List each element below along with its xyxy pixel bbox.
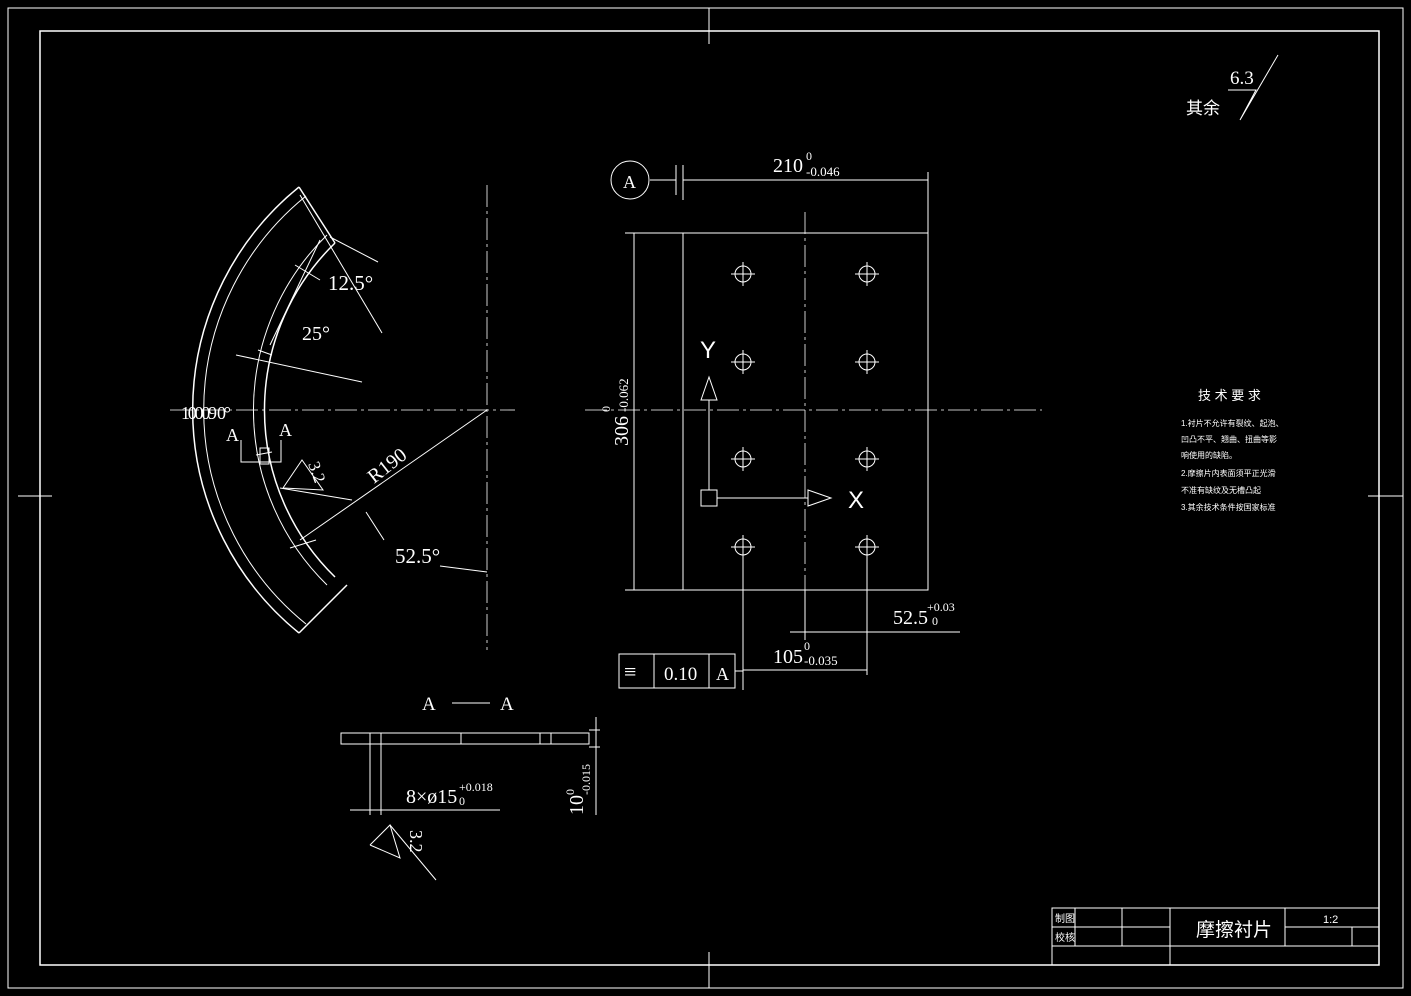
dim-width-nominal: 210 [773,155,803,177]
front-view: A 210 0 -0.046 306 0 -0.062 Y X 5 [585,149,1042,690]
label-angle-25: 25° [302,323,330,345]
roughness-value: 6.3 [1230,68,1254,89]
tech-line-4: 2.摩擦片内表面须平正光滑 [1181,468,1276,478]
title-drawn-label: 制图 [1055,912,1075,925]
label-radius: R190 [364,444,412,488]
dim-height-upper: 0 [599,406,613,412]
title-checked-label: 校核 [1055,931,1075,944]
hole-dim-text: 8×ø15 [406,786,457,808]
hole-dim-upper: +0.018 [459,780,493,794]
label-angle-12-5: 12.5° [328,271,373,295]
tech-line-5: 不准有缺纹及无槽凸起 [1181,485,1261,495]
axis-y-label: Y [700,337,716,364]
general-roughness-symbol: 其余 6.3 [1186,54,1279,121]
section-mark-right: A [279,420,292,440]
dim-hole-x-nominal: 52.5 [893,607,928,629]
section-view: A A 8×ø15 +0.018 0 10 0 -0.015 3.2 [340,694,600,881]
section-title-left: A [422,694,436,715]
tolerance-frame: ≡ 0.10 A [618,653,743,689]
dim-hole-x-upper: +0.03 [927,600,955,614]
dim-pitch-upper: 0 [804,639,810,653]
tolerance-value: 0.10 [664,664,697,685]
dim-hole-x-lower: 0 [932,614,938,628]
side-view: 12.5° 25° 10009 0° A A 3.2 R190 52.5° [170,185,515,650]
outer-border [7,7,1404,989]
tolerance-symbol: ≡ [624,659,636,684]
dim-width-lower: -0.046 [806,164,840,179]
tech-line-6: 3.其余技术条件按国家标准 [1181,502,1276,512]
dim-pitch-nominal: 105 [773,646,803,668]
section-mark-left: A [226,425,239,445]
dim-width-upper: 0 [806,149,812,163]
label-roughness-side: 3.2 [304,459,329,485]
tech-line-3: 响使用的缺陷。 [1181,450,1237,460]
label-angle-overlap: 10009 0° [181,403,231,423]
inner-border [39,30,1380,966]
title-scale: 1:2 [1323,914,1338,926]
datum-label: A [623,172,636,192]
thickness-dim-upper: 0 [563,789,577,795]
tolerance-datum: A [716,664,729,684]
title-block: 制图 校核 摩擦衬片 1:2 [1051,907,1380,966]
title-part-name: 摩擦衬片 [1196,919,1272,941]
thickness-dim-lower: -0.015 [579,764,593,795]
tech-title: 技 术 要 求 [1198,388,1261,403]
axis-x-label: X [848,487,864,514]
label-angle-52-5: 52.5° [395,544,440,568]
section-title-right: A [500,694,514,715]
tech-requirements: 技 术 要 求 1.衬片不允许有裂纹、起泡、 凹凸不平、翘曲、扭曲等影 响使用的… [1181,388,1284,512]
dim-pitch-lower: -0.035 [804,653,838,668]
tech-line-1: 1.衬片不允许有裂纹、起泡、 [1181,418,1284,428]
hole-dim-lower: 0 [459,794,465,808]
roughness-prefix: 其余 [1186,99,1220,118]
thickness-dim-nominal: 10 [566,795,588,815]
datum-circle [610,160,650,200]
tech-line-2: 凹凸不平、翘曲、扭曲等影 [1181,434,1277,444]
dim-height-lower: -0.062 [616,378,631,412]
dim-height-nominal: 306 [611,416,633,446]
plate-outline [682,232,929,591]
section-roughness: 3.2 [406,830,426,853]
